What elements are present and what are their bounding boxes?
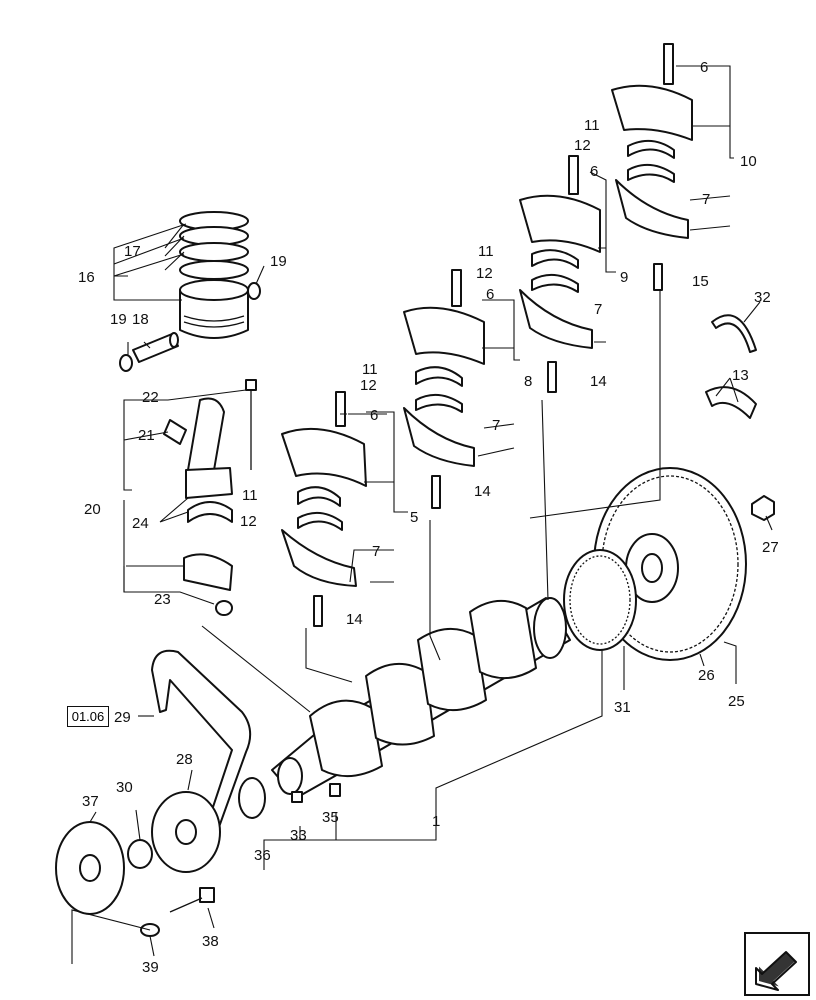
callout-30: 30	[116, 779, 133, 796]
callout-24: 24	[132, 515, 149, 532]
callout-8: 8	[524, 373, 532, 390]
callout-11: 11	[242, 487, 258, 504]
callout-6: 6	[700, 59, 708, 76]
callout-16: 16	[78, 269, 95, 286]
callout-7: 7	[594, 301, 602, 318]
main-bearing-cap-8[interactable]	[403, 269, 485, 509]
callout-39: 39	[142, 959, 159, 976]
callout-21: 21	[138, 427, 155, 444]
connecting-rod-assembly[interactable]	[163, 379, 257, 616]
callout-36: 36	[254, 847, 271, 864]
callout-12: 12	[476, 265, 493, 282]
callout-15: 15	[692, 273, 709, 290]
callout-7: 7	[372, 543, 380, 560]
callout-11: 11	[584, 117, 600, 134]
callout-10: 10	[740, 153, 757, 170]
callout-12: 12	[240, 513, 257, 530]
callout-13: 13	[732, 367, 749, 384]
flywheel-bolt[interactable]	[751, 495, 775, 521]
callout-33: 33	[290, 827, 307, 844]
callout-6: 6	[590, 163, 598, 180]
alternator-pulley[interactable]	[151, 791, 221, 873]
timing-gear[interactable]	[238, 777, 266, 819]
callout-7: 7	[492, 417, 500, 434]
callout-38: 38	[202, 933, 219, 950]
callout-17: 17	[124, 243, 141, 260]
callout-labels: 1 5 6 6 6 6 7 7 7 7 8 9 10 11 11 11 11 1…	[78, 59, 779, 976]
cross-reference-link[interactable]: 01.06	[67, 706, 109, 727]
ring-gear[interactable]	[563, 549, 637, 651]
callout-37: 37	[82, 793, 99, 810]
callout-6: 6	[370, 407, 378, 424]
callout-32: 32	[754, 289, 771, 306]
navigation-button[interactable]	[744, 932, 810, 996]
callout-11: 11	[478, 243, 494, 260]
callout-28: 28	[176, 751, 193, 768]
callout-1: 1	[432, 813, 440, 830]
pulley-bolt-and-washer[interactable]	[140, 887, 215, 937]
callout-14: 14	[474, 483, 491, 500]
callout-29: 29	[114, 709, 131, 726]
crank-pulley[interactable]	[55, 821, 125, 915]
thrust-washers[interactable]	[705, 314, 757, 419]
callout-20: 20	[84, 501, 101, 518]
callout-6: 6	[486, 286, 494, 303]
callout-12: 12	[574, 137, 591, 154]
callout-27: 27	[762, 539, 779, 556]
callout-31: 31	[614, 699, 631, 716]
callout-12: 12	[360, 377, 377, 394]
callout-19: 19	[270, 253, 287, 270]
main-bearing-cap-9[interactable]	[519, 155, 601, 393]
callout-23: 23	[154, 591, 171, 608]
callout-14: 14	[346, 611, 363, 628]
callout-11: 11	[362, 361, 378, 378]
callout-18: 18	[132, 311, 149, 328]
woodruff-keys[interactable]	[291, 783, 341, 803]
callout-19: 19	[110, 311, 127, 328]
callout-7: 7	[702, 191, 710, 208]
main-bearing-cap-5[interactable]	[281, 391, 367, 627]
main-bearing-cap-10[interactable]	[611, 43, 693, 291]
callout-9: 9	[620, 269, 628, 286]
callout-5: 5	[410, 509, 418, 526]
piston-assembly[interactable]	[119, 211, 261, 372]
callout-26: 26	[698, 667, 715, 684]
callout-25: 25	[728, 693, 745, 710]
pulley-spacer[interactable]	[127, 839, 153, 869]
leader-lines	[71, 65, 773, 964]
callout-22: 22	[142, 389, 159, 406]
crankshaft[interactable]	[271, 597, 571, 799]
callout-35: 35	[322, 809, 339, 826]
callout-14: 14	[590, 373, 607, 390]
arrow-down-left-icon	[755, 951, 797, 991]
